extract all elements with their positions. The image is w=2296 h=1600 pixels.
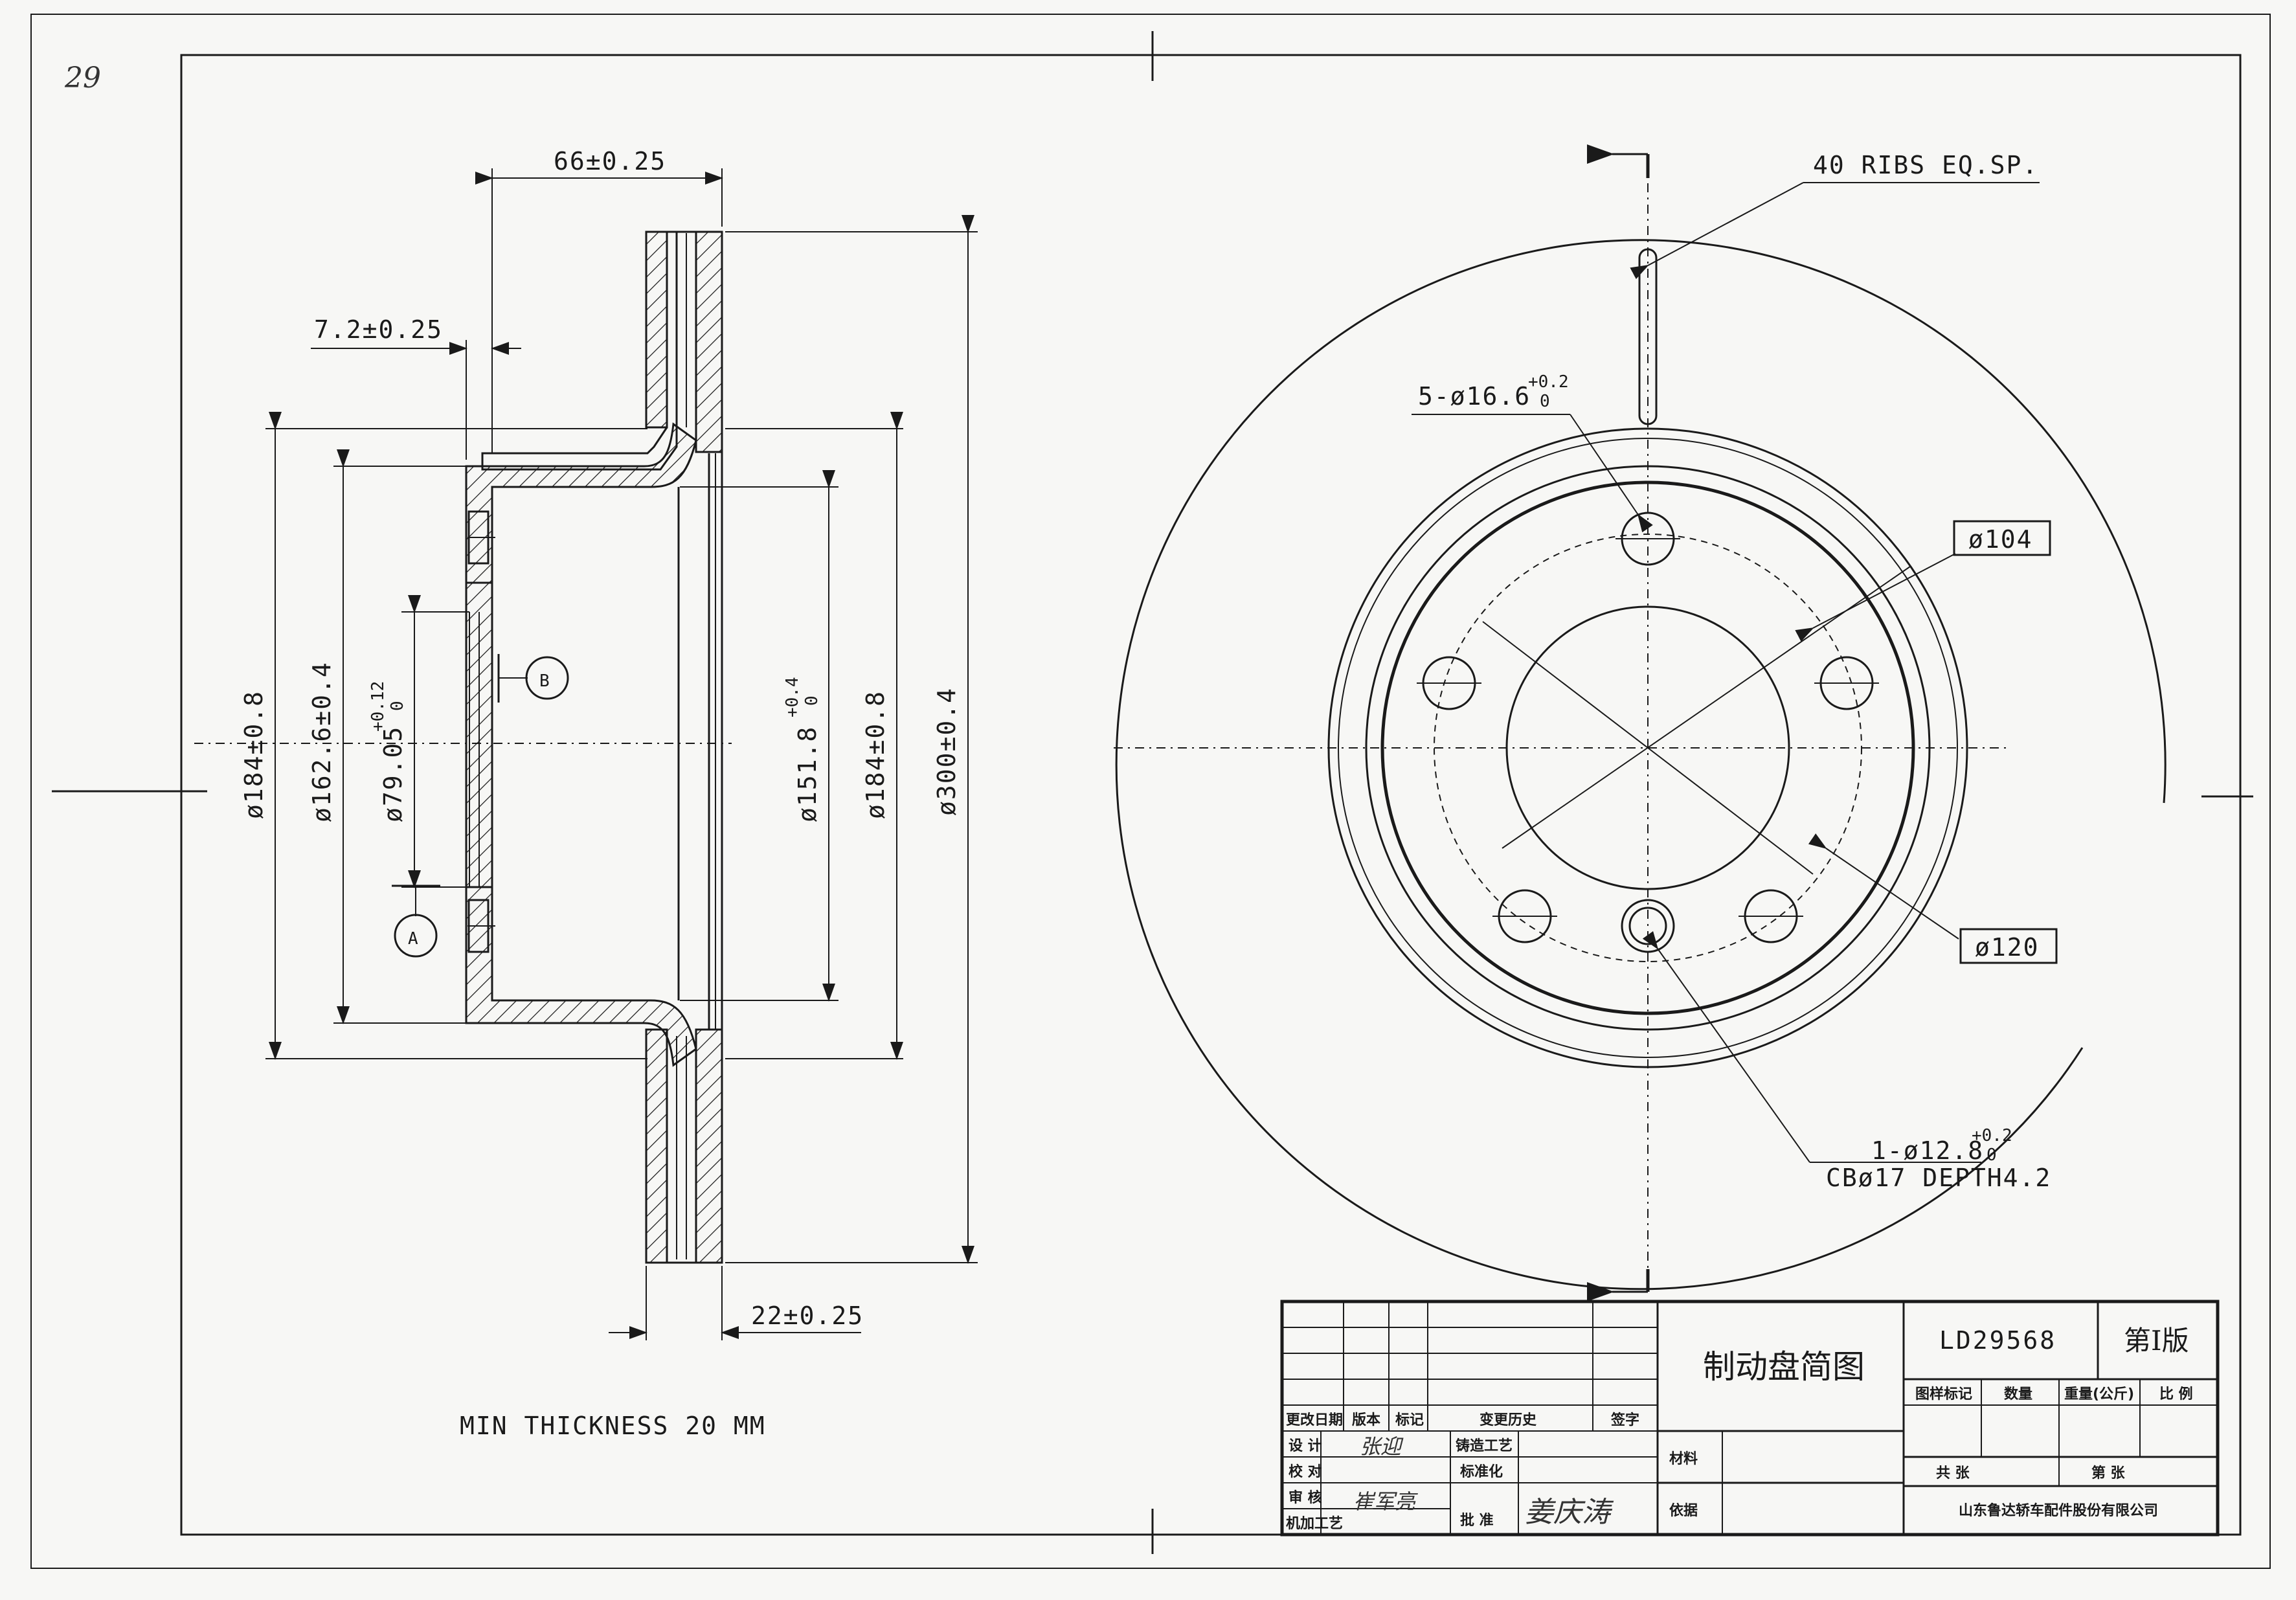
dim-hat-thickness: 7.2±0.25 [314,315,443,344]
rib-slot [1638,248,1658,425]
callout-pcd: ø104 [1968,525,2033,554]
signature-design: 张迎 [1360,1434,1404,1459]
svg-text:铸造工艺: 铸造工艺 [1456,1437,1513,1454]
dim-hat-inner-dia: ø151.8 [793,726,822,822]
svg-text:共 张: 共 张 [1936,1465,1970,1482]
bolt-holes [1417,512,1879,943]
svg-text:B: B [539,671,550,691]
svg-text:依据: 依据 [1669,1502,1698,1519]
svg-text:+0.2: +0.2 [1528,372,1569,392]
svg-text:校 对: 校 对 [1289,1463,1322,1480]
datum-a: A [392,885,440,958]
front-callouts: 40 RIBS EQ.SP. 5-ø16.6 +0.2 0 ø104 ø120 … [1412,151,2058,1192]
part-number: LD29568 [1939,1326,2056,1355]
dim-inner-step-dia: ø184±0.8 [240,690,268,819]
sheet-border [30,14,2271,1569]
svg-text:图样标记: 图样标记 [1915,1386,1972,1403]
revision: 第I版 [2124,1325,2189,1357]
svg-text:标记: 标记 [1395,1412,1424,1428]
svg-text:签字: 签字 [1610,1412,1639,1428]
signature-review: 崔军亮 [1353,1489,1418,1514]
dim-friction-inner-dia: ø184±0.8 [861,690,890,819]
datum-b: B [497,654,569,703]
callout-step-dia: ø120 [1975,933,2040,962]
inner-plate-top [695,231,723,453]
svg-text:设 计: 设 计 [1289,1438,1322,1454]
drawing-title: 制动盘简图 [1703,1348,1865,1386]
dim-center-bore: ø79.05 [379,726,407,822]
pin-counterbore [1621,899,1675,953]
dim-overall-width: 66±0.25 [554,147,666,175]
section-dimensions: 66±0.25 7.2±0.25 ø184±0.8 ø162.6±0.4 ø79… [240,147,978,1440]
svg-text:+0.2: +0.2 [1972,1126,2012,1145]
dim-hat-outer-dia: ø162.6±0.4 [308,661,336,822]
callout-bolt-holes: 5-ø16.6 [1418,382,1531,411]
signature-approve: 姜庆涛 [1525,1496,1614,1529]
svg-text:A: A [408,929,418,949]
svg-text:重量(公斤): 重量(公斤) [2064,1386,2134,1403]
company-name: 山东鲁达轿车配件股份有限公司 [1959,1502,2158,1519]
sheet-number: 29 [64,62,101,95]
outer-plate-top [645,231,668,429]
svg-text:0: 0 [802,695,822,706]
outer-edge [1115,239,2167,1290]
svg-text:+0.12: +0.12 [368,681,388,732]
svg-text:0: 0 [1540,392,1550,411]
min-thickness-note: MIN THICKNESS 20 MM [460,1412,766,1440]
dim-outer-dia: ø300±0.4 [932,687,961,816]
svg-text:更改日期: 更改日期 [1286,1412,1343,1428]
callout-counterbore: CBø17 DEPTH4.2 [1826,1164,2051,1192]
svg-text:0: 0 [388,701,407,711]
outer-plate-bottom [645,1028,668,1264]
section-view [194,231,732,1264]
inner-plate-bottom [695,1028,723,1264]
front-view [1114,144,2167,1301]
center-bore [1505,605,1790,890]
svg-text:+0.4: +0.4 [783,677,802,717]
hat-flange-bottom [465,886,697,1067]
svg-text:批 准: 批 准 [1460,1513,1494,1529]
hat-flange-top [465,422,697,584]
dim-disc-thickness: 22±0.25 [751,1301,864,1330]
svg-text:版本: 版本 [1352,1412,1380,1428]
callout-ribs: 40 RIBS EQ.SP. [1813,151,2038,179]
svg-text:标准化: 标准化 [1460,1463,1503,1480]
svg-text:第 张: 第 张 [2091,1465,2126,1482]
callout-pin-hole: 1-ø12.8 [1871,1136,1984,1165]
svg-text:机加工艺: 机加工艺 [1286,1515,1343,1532]
svg-text:材料: 材料 [1669,1451,1698,1467]
svg-text:审 核: 审 核 [1289,1489,1322,1506]
title-block: 制动盘简图 LD29568 第I版 图样标记 数量 重量(公斤) 比 例 共 张… [1280,1300,2220,1537]
svg-text:比 例: 比 例 [2159,1386,2193,1403]
svg-text:0: 0 [1986,1145,1997,1165]
svg-text:变更历史: 变更历史 [1480,1412,1537,1428]
svg-text:数量: 数量 [2004,1386,2032,1403]
